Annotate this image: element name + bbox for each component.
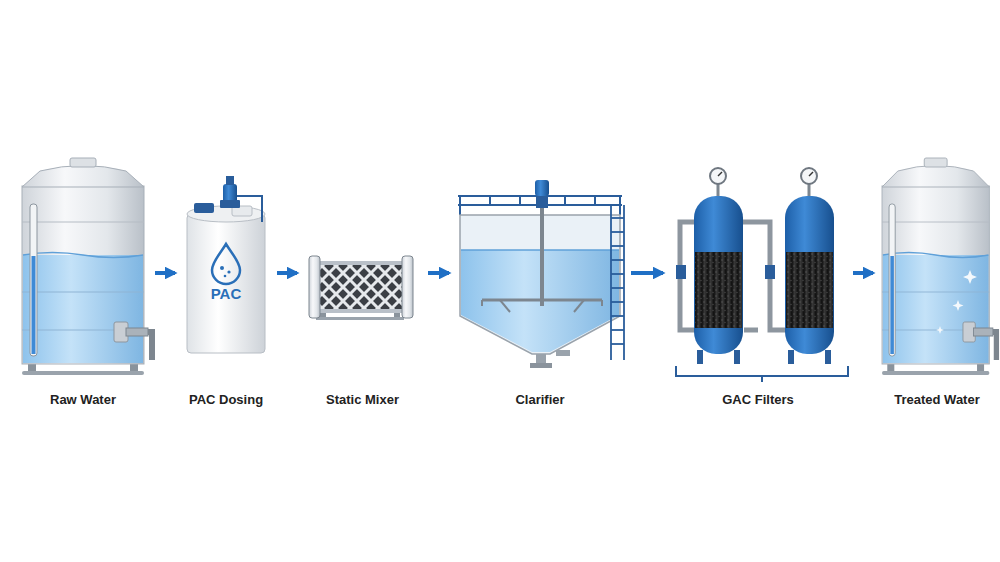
equipment-label: Clarifier [515, 392, 564, 410]
equipment-label: GAC Filters [722, 392, 794, 410]
tank-marking: PAC [211, 286, 242, 302]
equipment-label: Treated Water [894, 392, 980, 410]
equipment-label: PAC Dosing [189, 392, 263, 410]
flow-arrow [277, 271, 297, 275]
equipment-node: GAC Filters [666, 165, 850, 410]
flow-arrow [631, 271, 663, 275]
equipment-label: Static Mixer [326, 392, 399, 410]
equipment-node: Raw Water [14, 160, 152, 410]
flow-arrow [428, 271, 449, 275]
equipment-node: Treated Water [876, 160, 998, 410]
flow-arrow [155, 271, 175, 275]
equipment-label: Raw Water [50, 392, 116, 410]
flow-arrow [853, 271, 873, 275]
equipment-node: Clarifier [452, 170, 628, 410]
equipment-node: Static Mixer [300, 245, 425, 410]
